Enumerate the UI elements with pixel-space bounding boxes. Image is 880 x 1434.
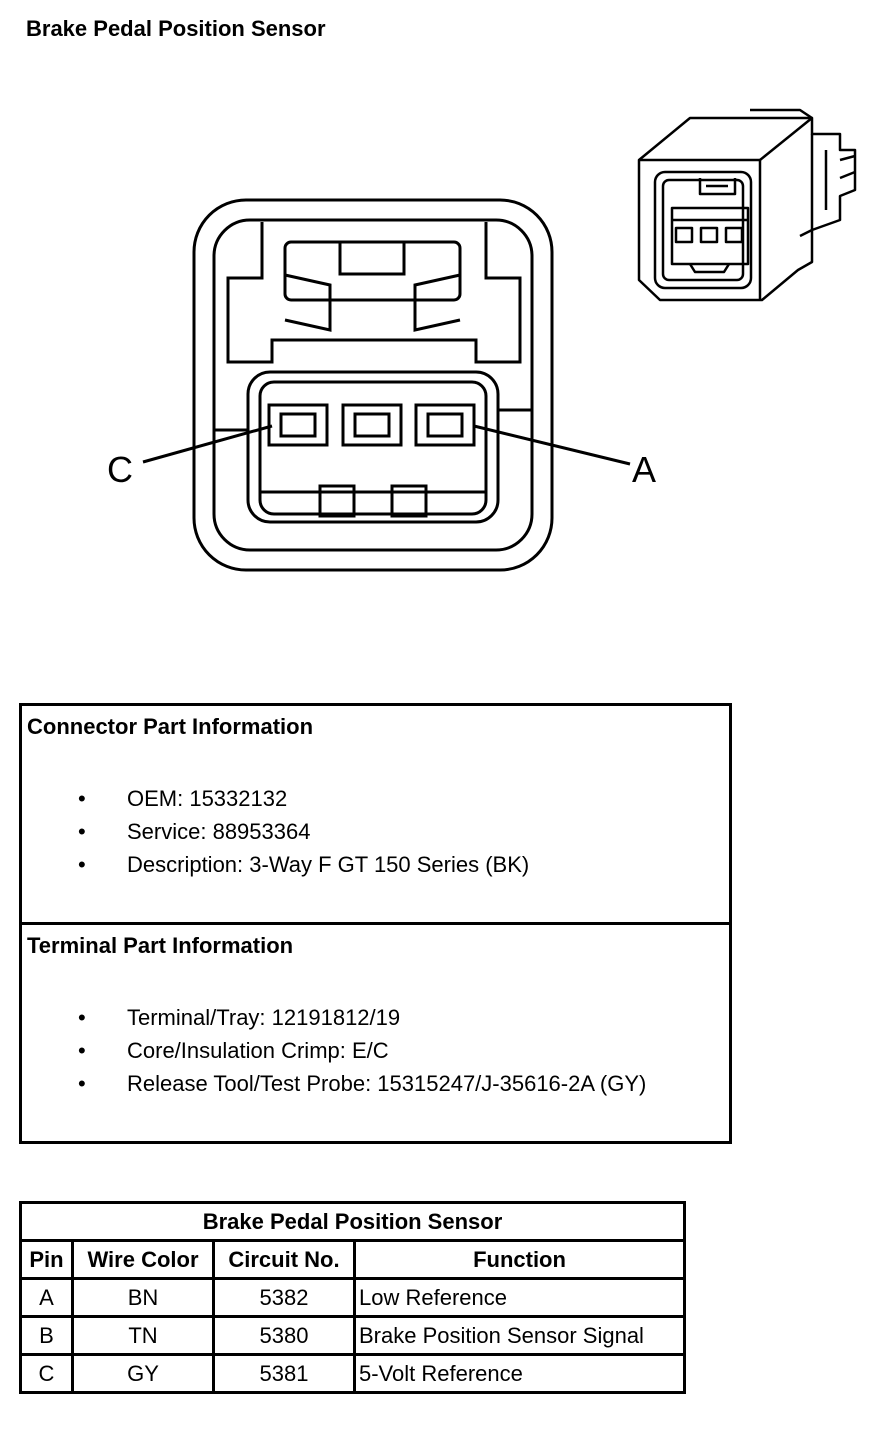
table-cell: Low Reference bbox=[353, 1277, 686, 1318]
connector-info-heading: Connector Part Information bbox=[27, 714, 314, 739]
table-row: C GY 5381 5-Volt Reference bbox=[19, 1353, 686, 1394]
table-cell: 5382 bbox=[212, 1277, 356, 1318]
pin-cavity-c bbox=[267, 403, 329, 447]
pin-cavity-b bbox=[341, 403, 403, 447]
terminal-info-heading: Terminal Part Information bbox=[27, 933, 294, 958]
cavity-block-inner bbox=[258, 380, 488, 516]
leader-line-a bbox=[473, 424, 631, 466]
connector-diagram: C A bbox=[107, 108, 857, 572]
list-item: •Service: 88953364 bbox=[78, 819, 311, 844]
terminal-info-list: •Terminal/Tray: 12191812/19 •Core/Insula… bbox=[22, 1005, 646, 1104]
list-item: •Description: 3-Way F GT 150 Series (BK) bbox=[78, 852, 530, 877]
connector-info-list: •OEM: 15332132 •Service: 88953364 •Descr… bbox=[22, 786, 529, 885]
latch-right-wedge bbox=[413, 273, 461, 332]
table-cell: A bbox=[19, 1277, 74, 1318]
column-header: Function bbox=[353, 1239, 686, 1280]
terminal-part-info: Terminal Part Information •Terminal/Tray… bbox=[22, 925, 729, 1141]
column-header: Wire Color bbox=[71, 1239, 215, 1280]
latch-slot bbox=[338, 240, 406, 276]
leader-line-c bbox=[142, 424, 273, 464]
column-header: Pin bbox=[19, 1239, 74, 1280]
table-row: A BN 5382 Low Reference bbox=[19, 1277, 686, 1318]
connector-outer-shell bbox=[192, 198, 554, 572]
table-cell: Brake Position Sensor Signal bbox=[353, 1315, 686, 1356]
table-caption-row: Brake Pedal Position Sensor bbox=[19, 1201, 686, 1242]
pin-label-a: A bbox=[632, 449, 656, 490]
table-cell: 5-Volt Reference bbox=[353, 1353, 686, 1394]
table-cell: BN bbox=[71, 1277, 215, 1318]
list-item: •Terminal/Tray: 12191812/19 bbox=[78, 1005, 401, 1030]
connector-inner-shell bbox=[212, 218, 534, 552]
connector-iso-illustration bbox=[637, 108, 857, 302]
table-header-row: Pin Wire Color Circuit No. Function bbox=[19, 1239, 686, 1280]
table-cell: GY bbox=[71, 1353, 215, 1394]
latch-outline bbox=[226, 222, 522, 364]
list-item: •OEM: 15332132 bbox=[78, 786, 288, 811]
column-header: Circuit No. bbox=[212, 1239, 356, 1280]
part-info-box: Connector Part Information •OEM: 1533213… bbox=[19, 703, 732, 1144]
page-title: Brake Pedal Position Sensor bbox=[26, 16, 326, 41]
pin-cavity-a bbox=[414, 403, 476, 447]
pinout-table: Brake Pedal Position Sensor Pin Wire Col… bbox=[19, 1201, 686, 1394]
list-item: •Core/Insulation Crimp: E/C bbox=[78, 1038, 389, 1063]
latch-inner bbox=[283, 240, 462, 302]
pin-label-c: C bbox=[107, 449, 133, 490]
cavity-block-outer bbox=[246, 370, 500, 524]
list-item: •Release Tool/Test Probe: 15315247/J-356… bbox=[78, 1071, 647, 1096]
table-cell: 5380 bbox=[212, 1315, 356, 1356]
table-cell: C bbox=[19, 1353, 74, 1394]
connector-part-info: Connector Part Information •OEM: 1533213… bbox=[22, 706, 729, 925]
table-cell: B bbox=[19, 1315, 74, 1356]
table-cell: 5381 bbox=[212, 1353, 356, 1394]
table-caption: Brake Pedal Position Sensor bbox=[19, 1201, 686, 1242]
table-cell: TN bbox=[71, 1315, 215, 1356]
latch-left-wedge bbox=[284, 273, 332, 332]
table-row: B TN 5380 Brake Position Sensor Signal bbox=[19, 1315, 686, 1356]
